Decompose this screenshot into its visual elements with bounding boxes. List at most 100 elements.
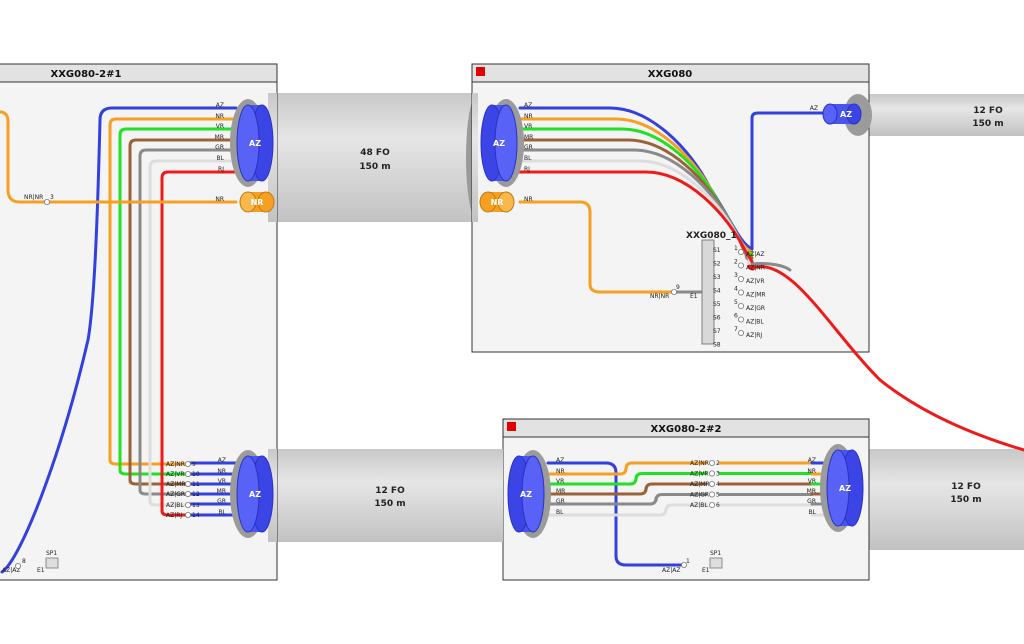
wire-left-rj[interactable] (160, 170, 238, 517)
left-splice-row-connector-0[interactable] (184, 460, 191, 467)
wire-left-bl[interactable] (148, 159, 238, 507)
bottom-left-fiber-label-gr: GR (556, 498, 565, 505)
left-top-fiber-label-vr: VR (216, 123, 224, 130)
left-splice-row-connector-1[interactable] (184, 470, 191, 477)
bottom-splice-row-label-2: AZ|MR (690, 481, 710, 488)
left-top-fiber-label-gr: GR (215, 144, 224, 151)
splitter-out-connector-3[interactable] (738, 289, 745, 296)
splitter-out-connector-0[interactable] (738, 248, 745, 255)
top-right-az-tube[interactable]: AZ (822, 94, 872, 136)
cable-12fo-top-right-length: 150 m (972, 119, 1003, 129)
top-fiber-label-rj: RJ (524, 166, 530, 173)
bottom-sp1-device[interactable] (709, 557, 723, 569)
splitter-out-label-6: AZ|RJ (746, 332, 762, 339)
splitter-body[interactable] (701, 239, 715, 345)
left-top-fiber-label-nr: NR (215, 113, 224, 120)
box-bottom-title: XXG080-2#2 (651, 424, 722, 435)
wire-left-mr[interactable] (128, 138, 238, 486)
left-sp1-device[interactable] (45, 557, 59, 569)
splitter-out-connector-1[interactable] (738, 262, 745, 269)
box-bottom[interactable]: XXG080-2#2 (502, 418, 870, 581)
splitter-out-label-1: AZ|NR (746, 265, 765, 272)
box-top-alert-marker (476, 67, 485, 76)
bottom-sp1-label: SP1 (710, 550, 721, 557)
left-12-az-tube[interactable]: AZ (230, 450, 274, 538)
bottom-right-fiber-label-bl: BL (809, 509, 817, 516)
bottom-splice-row-num-3: 5 (716, 492, 720, 499)
top-right-fiber-label-az: AZ (810, 105, 818, 112)
wire-top-grey-out[interactable] (750, 262, 792, 272)
wire-bottom-left-bl[interactable] (546, 503, 708, 517)
wire-bottom-left-vr[interactable] (546, 472, 708, 486)
left-splice-row-connector-5[interactable] (184, 512, 191, 519)
splitter-out-connector-2[interactable] (738, 275, 745, 282)
left-splice-row-label-2: AZ|MR (166, 481, 186, 488)
bottom-splice-row-connector-3[interactable] (709, 491, 716, 498)
top-48-az-tube[interactable]: AZ (480, 99, 524, 187)
splitter-out-connector-6[interactable] (738, 329, 745, 336)
bottom-sp1[interactable]: SP1 E1 AZ|AZ 1 (662, 550, 723, 574)
wire-bottom-left-nr[interactable] (546, 461, 708, 476)
left-top-fiber-label-rj: RJ (218, 166, 224, 173)
top-splitter[interactable]: XXG080_1 NR|NR 9 E1 (650, 231, 737, 345)
wire-left-vr[interactable] (118, 127, 238, 476)
bottom-right-az-tube[interactable]: AZ (820, 444, 864, 532)
splitter-port-s3: S3 (713, 274, 721, 281)
bottom-azaz-connector[interactable] (681, 562, 688, 569)
cable-12fo-top-right[interactable] (858, 94, 1024, 136)
splitter-e: E1 (690, 293, 698, 300)
cable-12fo-left[interactable] (268, 449, 498, 542)
bottom-right-fiber-label-mr: MR (807, 488, 816, 495)
left-sp1-e: E1 (37, 567, 45, 574)
bottom-left-az-tube[interactable]: AZ (507, 450, 551, 538)
left-48-nr-tube-label: NR (251, 198, 264, 207)
wire-top-nr[interactable] (518, 200, 674, 294)
left-sp1[interactable]: SP1 E1 AZ|AZ 8 (2, 550, 59, 574)
bottom-azaz-label: AZ|AZ (662, 567, 680, 574)
bottom-azaz-num: 1 (686, 558, 690, 565)
splitter-port-s8: S8 (713, 342, 721, 349)
left-48-az-tube[interactable]: AZ (230, 99, 274, 187)
bottom-right-fiber-label-az: AZ (808, 457, 816, 464)
top-fiber-label-mr: MR (524, 134, 533, 141)
wire-left-az[interactable] (0, 106, 238, 574)
bottom-splice-row-connector-1[interactable] (709, 470, 716, 477)
bottom-left-fiber-label-mr: MR (556, 488, 565, 495)
bottom-splice-row-num-2: 4 (716, 481, 720, 488)
left-splice-row-num-1: 10 (192, 471, 200, 478)
wire-top-rj[interactable] (518, 170, 756, 271)
wire-top-red-out[interactable] (750, 265, 1024, 452)
top-fiber-label-nr: NR (524, 113, 533, 120)
wire-left-gr[interactable] (138, 148, 238, 496)
wire-bottom-left-mr[interactable] (546, 482, 708, 496)
left-splice-row-connector-4[interactable] (184, 501, 191, 508)
bottom-splice-row-connector-0[interactable] (709, 459, 716, 466)
splitter-out-connector-4[interactable] (738, 302, 745, 309)
bottom-splice-row-connector-2[interactable] (709, 480, 716, 487)
left-azaz-connector[interactable] (14, 563, 21, 570)
splitter-out-label-0: AZ|AZ (746, 251, 764, 258)
left-nrnr-connector[interactable] (44, 198, 51, 205)
top-48-nr-tube[interactable]: NR (479, 191, 515, 213)
wire-top-right-az[interactable] (750, 111, 828, 250)
top-right-az-tube-label: AZ (840, 110, 852, 119)
splitter-out-connector-5[interactable] (738, 316, 745, 323)
left-splice-row-connector-3[interactable] (184, 490, 191, 497)
left-splice-nr: NR|NR 3 (24, 194, 54, 201)
splitter-name: XXG080_1 (686, 231, 737, 241)
wire-bottom-left-gr[interactable] (546, 493, 708, 506)
left-bottom-fiber-label-mr: MR (217, 488, 226, 495)
bottom-splice-row-connector-4[interactable] (709, 501, 716, 508)
top-fiber-label-gr: GR (524, 144, 533, 151)
wire-left-nr[interactable] (108, 117, 238, 466)
left-splice-row-connector-2[interactable] (184, 480, 191, 487)
splitter-port-s6: S6 (713, 315, 721, 322)
splitter-num-4: 5 (734, 299, 738, 306)
cable-12fo-bottom-right[interactable] (855, 449, 1024, 550)
left-48-nr-tube[interactable]: NR (239, 191, 275, 213)
cable-12fo-left-count: 12 FO (375, 486, 405, 496)
splitter-nr-connector[interactable] (671, 288, 678, 295)
wire-left-nr-tube[interactable] (0, 110, 238, 204)
left-top-fiber-label-mr: MR (215, 134, 224, 141)
